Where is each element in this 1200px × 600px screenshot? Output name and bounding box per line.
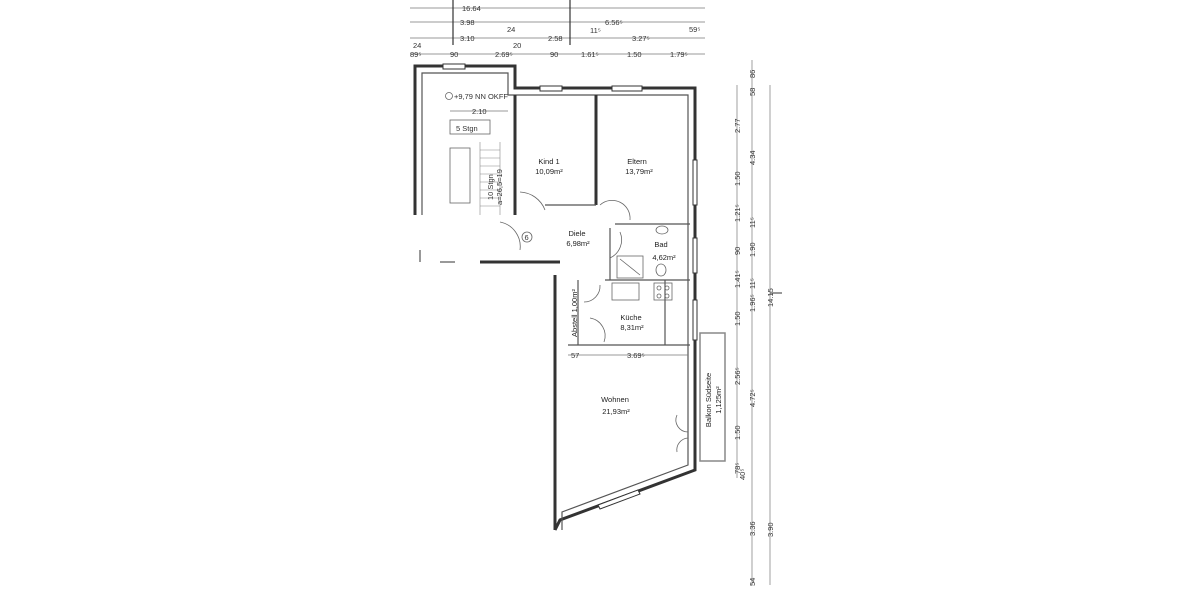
right-dimensions: 86 2.77 1.50 1.21⁵ 90 1.41⁵ 1.50 2.56⁵ 1… <box>733 60 782 586</box>
room-area: 21,93m² <box>602 407 630 416</box>
dim-label: 1.96⁵ <box>748 294 757 312</box>
kitchen-sink-icon <box>611 282 640 301</box>
dim-label: 1.41⁵ <box>733 270 742 288</box>
stair-marker: 6 <box>525 233 529 242</box>
dim-label: 1.21⁵ <box>733 204 742 222</box>
room-name: Abstell 1,00m² <box>570 289 579 337</box>
dim-label: 40⁵ <box>738 469 747 480</box>
dim-label: 2.56⁵ <box>733 367 742 385</box>
room-area: 10,09m² <box>535 167 563 176</box>
dim-label: 90 <box>733 247 742 255</box>
stairs: +9,79 NN OKFF 2.10 5 Stgn 10 Stgn a=26,5… <box>445 92 533 243</box>
dim-label: 1.50 <box>733 171 742 186</box>
dim-label: 58 <box>748 88 757 96</box>
dim-label: 11⁵ <box>748 278 757 289</box>
room-name: Diele <box>568 229 585 238</box>
dim-label: 86 <box>748 70 757 78</box>
room-name: Bad <box>654 240 667 249</box>
doors[interactable] <box>499 191 689 453</box>
dim-label: 90 <box>450 50 458 59</box>
dim-label: 11⁵ <box>748 217 757 228</box>
stair-rise-run: a=26,5=19 <box>495 169 504 205</box>
dim-label: 57 <box>571 351 579 360</box>
dim-label: 20 <box>513 41 521 50</box>
room-area: 4,62m² <box>652 253 676 262</box>
dim-label: 4.34 <box>748 150 757 165</box>
stair-steps-lower: 10 Stgn <box>486 174 495 200</box>
dim-label: 90 <box>550 50 558 59</box>
dim-label: 1.50 <box>627 50 642 59</box>
dim-label: 11⁵ <box>590 26 601 35</box>
room-name: Balkon Südseite <box>704 373 713 427</box>
room-name: Wohnen <box>601 395 629 404</box>
dim-label: 6.56⁵ <box>605 18 623 27</box>
dim-label: 3.10 <box>460 34 475 43</box>
dim-label: 1.90 <box>748 242 757 257</box>
dim-label: 2.69⁵ <box>495 50 513 59</box>
stair-width: 2.10 <box>472 107 487 116</box>
room-name: Küche <box>620 313 641 322</box>
dim-label: 59⁵ <box>689 25 700 34</box>
dim-label: 14.15 <box>766 288 775 307</box>
toilet-icon <box>655 263 667 277</box>
top-dimensions: 16.64 3.98 24 6.56⁵ 11⁵ 59⁵ 3.10 20 2.58… <box>410 0 705 59</box>
room-area: 6,98m² <box>566 239 590 248</box>
dim-label: 3.69⁵ <box>627 351 645 360</box>
level-marker-icon <box>445 92 453 100</box>
room-area: 1,125m² <box>714 386 723 414</box>
interior-dimensions: 57 3.69⁵ <box>568 351 688 360</box>
dim-label: 1.79⁵ <box>670 50 688 59</box>
dim-label: 1.50 <box>733 311 742 326</box>
dim-label: 4.72⁵ <box>748 389 757 407</box>
dim-label: 1.61⁵ <box>581 50 599 59</box>
room-area: 8,31m² <box>620 323 644 332</box>
dim-label: 16.64 <box>462 4 481 13</box>
dim-label: 3.36 <box>748 521 757 536</box>
stair-steps-upper: 5 Stgn <box>456 124 478 133</box>
dim-label: 54 <box>748 578 757 586</box>
room-area: 13,79m² <box>625 167 653 176</box>
dim-label: 2.58 <box>548 34 563 43</box>
dim-label: 2.77 <box>733 118 742 133</box>
sink-icon <box>655 225 669 235</box>
dim-label: 3.98 <box>460 18 475 27</box>
dim-label: 1.50 <box>733 425 742 440</box>
walls <box>413 64 697 531</box>
room-name: Kind 1 <box>538 157 559 166</box>
dim-label: 78⁵ <box>733 463 742 474</box>
dim-label: 3.90 <box>766 522 775 537</box>
dim-label: 24 <box>413 41 421 50</box>
balcony <box>699 332 726 462</box>
dim-label: 89⁵ <box>410 50 421 59</box>
dim-label: 24 <box>507 25 515 34</box>
dim-label: 3.27⁵ <box>632 34 650 43</box>
fixtures <box>611 225 673 301</box>
windows <box>442 63 698 510</box>
stove-icon <box>653 282 673 301</box>
level-label: +9,79 NN OKFF <box>454 92 508 101</box>
room-labels: Kind 1 10,09m² Eltern 13,79m² Diele 6,98… <box>535 157 723 427</box>
room-name: Eltern <box>627 157 647 166</box>
